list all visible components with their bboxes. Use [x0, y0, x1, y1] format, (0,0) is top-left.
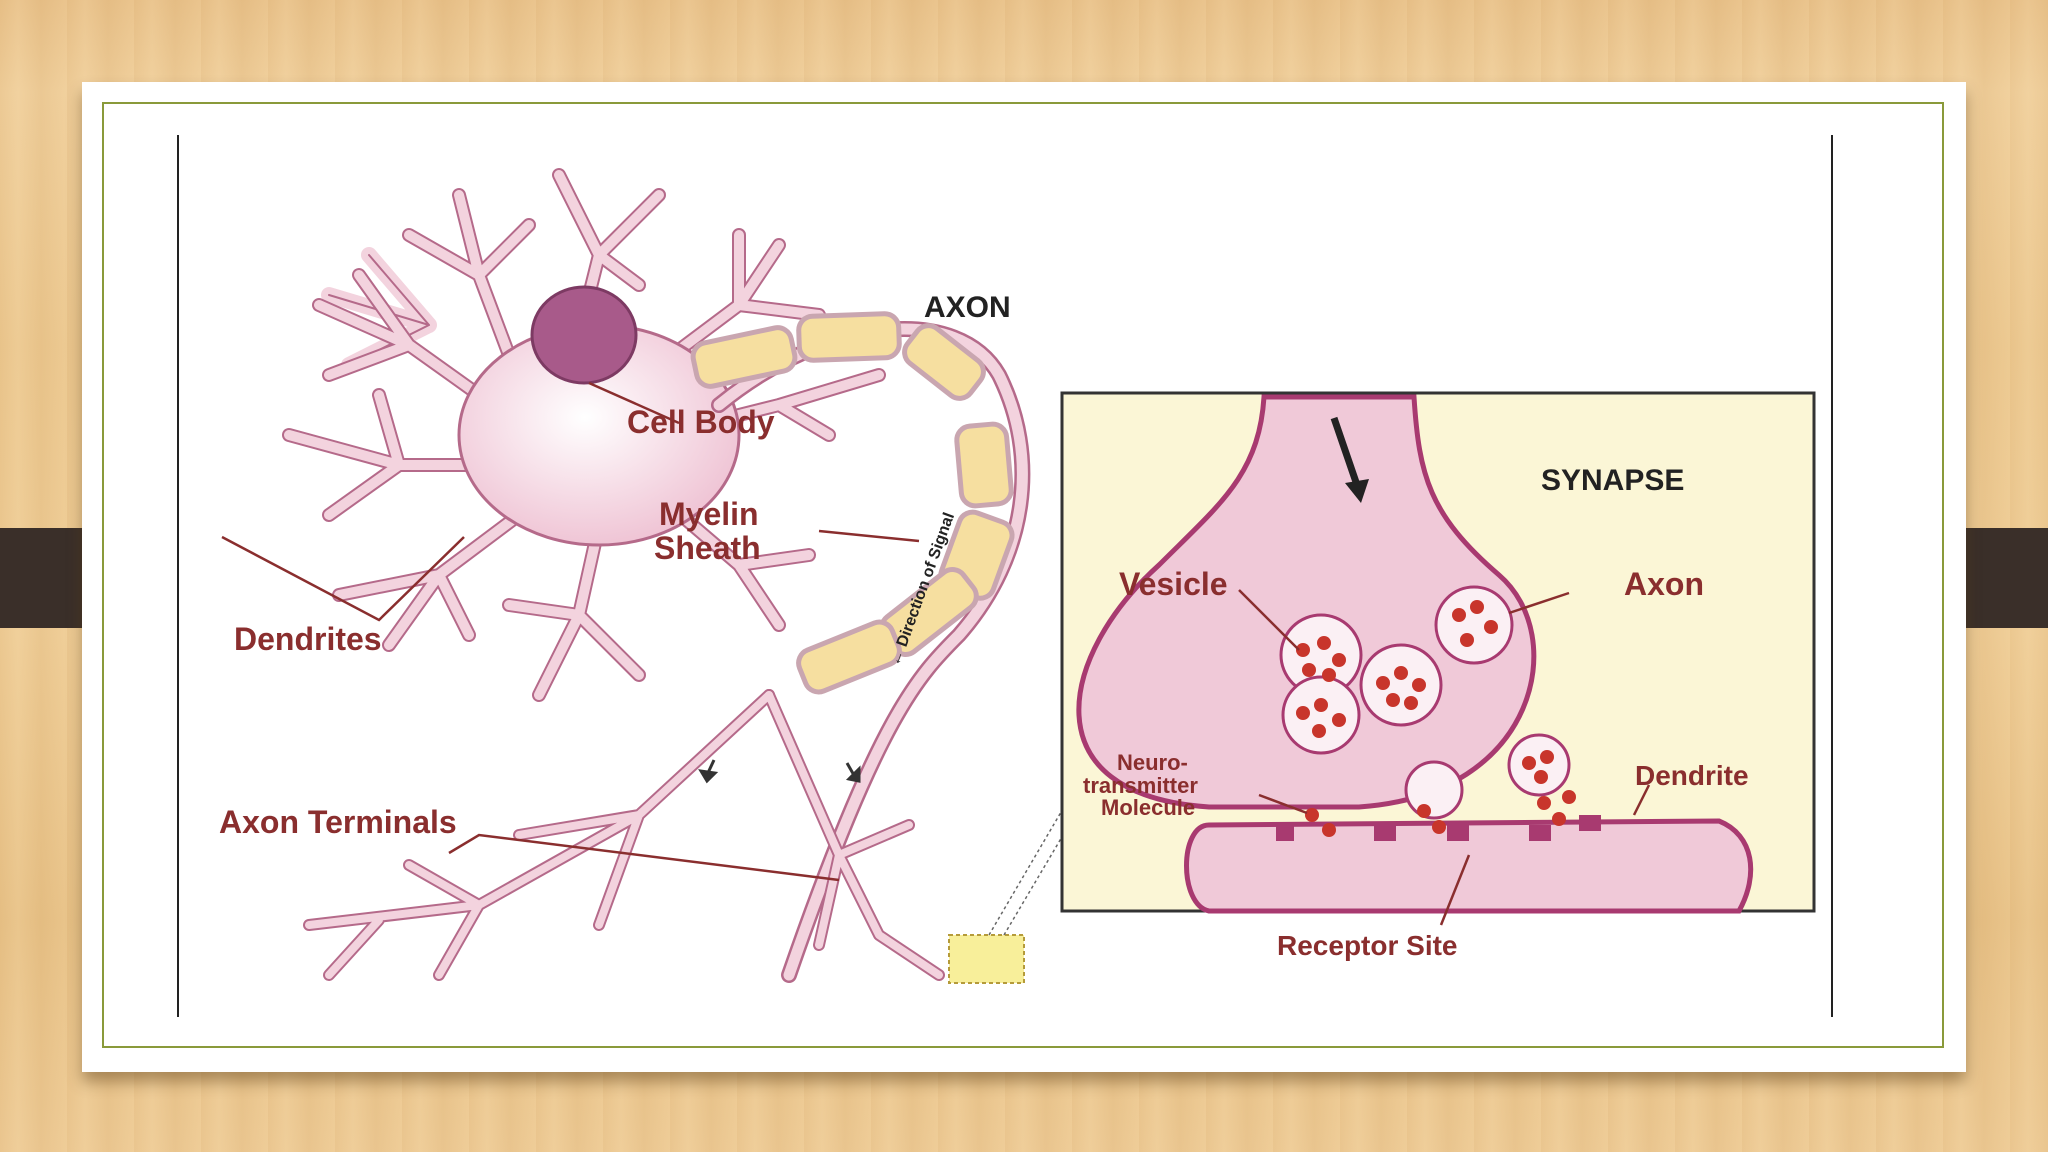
myelin-sheath-segments	[690, 311, 1015, 695]
zoom-lines	[988, 806, 1070, 936]
dendrites-label: Dendrites	[234, 621, 382, 657]
neurotransmitter-label-line3: Molecule	[1101, 795, 1195, 820]
nucleus	[530, 285, 638, 385]
receptor-sites	[1276, 815, 1601, 841]
synapse-inset: SYNAPSE Vesicle Axon Neuro- transmitter …	[1060, 391, 1816, 961]
vesicle-label: Vesicle	[1119, 566, 1228, 602]
synapse-axon-label: Axon	[1624, 566, 1704, 602]
synapse-dendrite	[1184, 818, 1754, 914]
signal-arrow-icons	[698, 759, 861, 784]
slide-frame	[102, 102, 1944, 1048]
axon-terminals-label: Axon Terminals	[219, 804, 457, 840]
synapse-title: SYNAPSE	[1541, 464, 1684, 497]
vesicles	[1279, 585, 1576, 837]
neuron-diagram-svg: AXON Cell Body Myelin Sheath ← Direction…	[219, 168, 1816, 984]
neuron-diagram: AXON Cell Body Myelin Sheath ← Direction…	[177, 135, 1833, 1017]
axon-terminal-branches	[303, 689, 945, 981]
neurotransmitter-label-line2: transmitter	[1083, 773, 1198, 798]
myelin-label-line2: Sheath	[654, 530, 761, 566]
synapse-zoom-box	[948, 934, 1025, 984]
dendrite-label: Dendrite	[1635, 760, 1749, 791]
myelin-label-line1: Myelin	[659, 496, 759, 532]
synapse-leader-lines	[1238, 589, 1651, 926]
neurotransmitter-label-line1: Neuro-	[1117, 750, 1188, 775]
dendrite-branches	[282, 168, 886, 702]
receptor-site-label: Receptor Site	[1277, 930, 1458, 961]
label-leader-lines	[221, 381, 920, 882]
synapse-arrow-icon	[1330, 416, 1369, 503]
axon-label: AXON	[924, 291, 1011, 324]
cell-body-label: Cell Body	[627, 404, 775, 440]
